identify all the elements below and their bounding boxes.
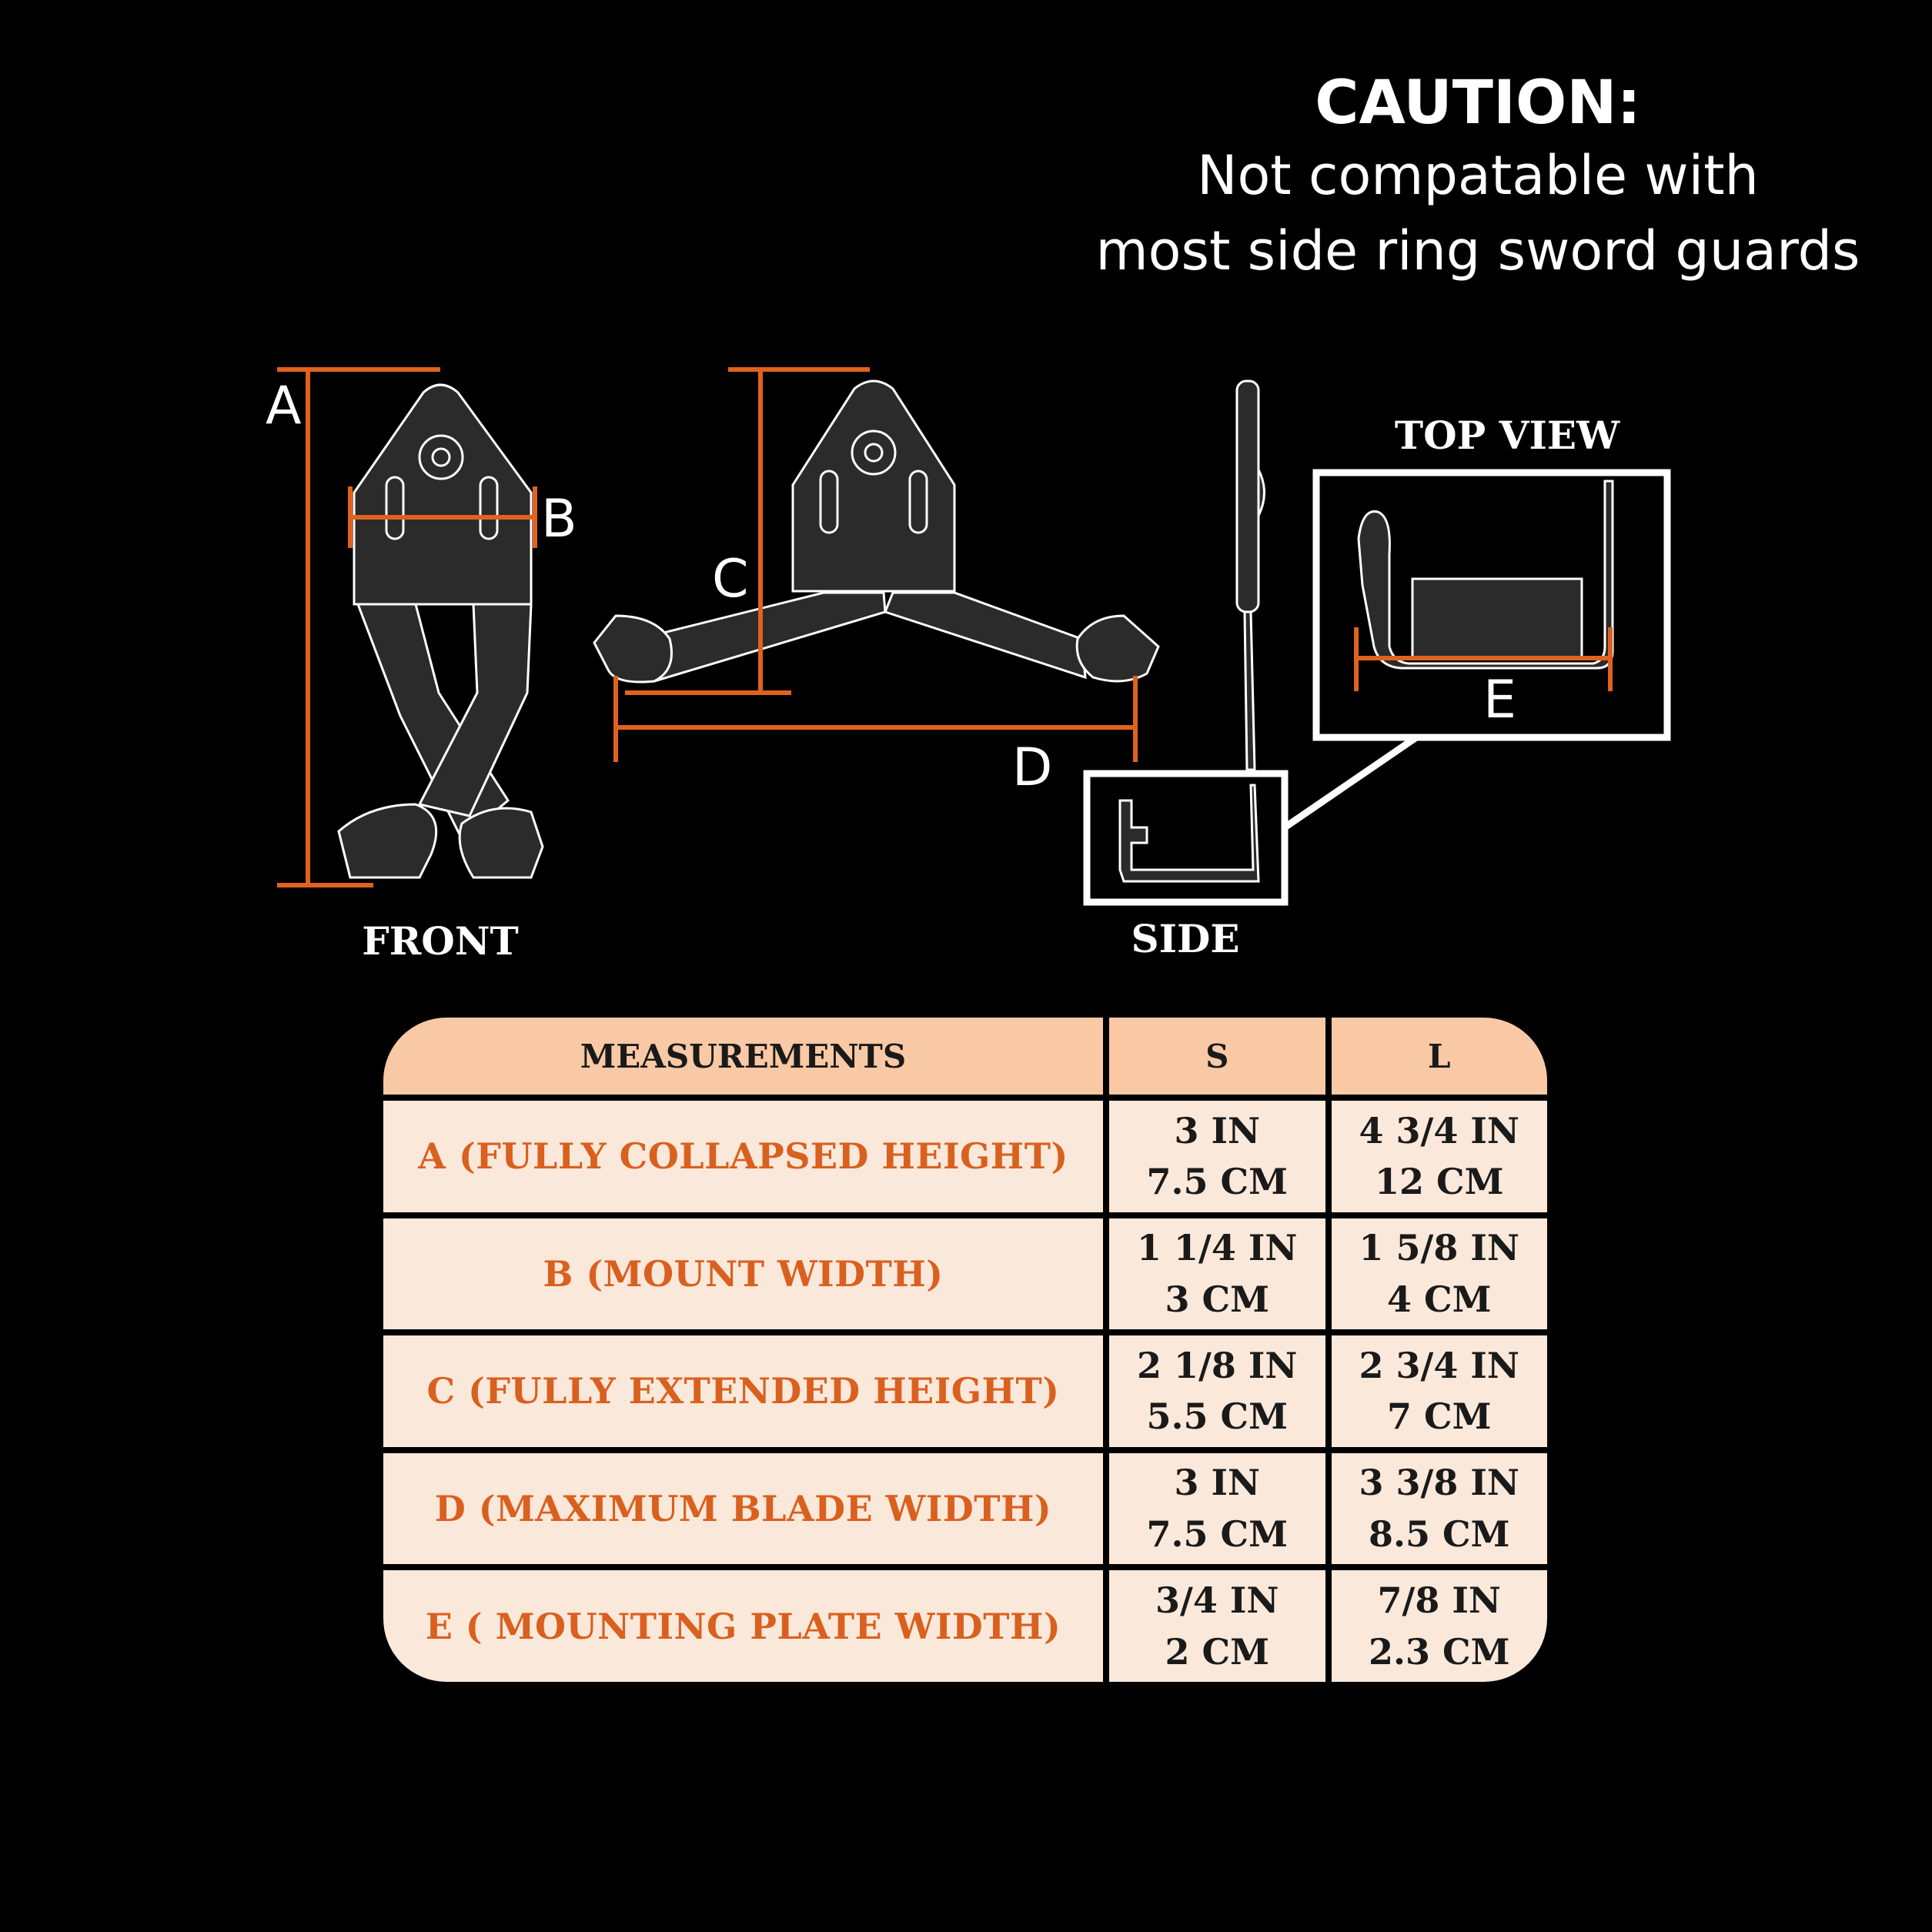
extended-foot-left: [593, 614, 673, 684]
dimension-c-label: C: [712, 549, 748, 610]
dimension-b-label: B: [541, 489, 577, 550]
front-view-label: FRONT: [362, 918, 519, 964]
front-mount-plate: [353, 383, 533, 606]
dimension-e-label: E: [1483, 670, 1516, 730]
dimension-c-marker: [625, 367, 870, 695]
row-label-c: C (FULLY EXTENDED HEIGHT): [383, 1329, 1103, 1447]
extended-slot-left: [819, 470, 839, 534]
front-foot-right: [458, 807, 544, 879]
front-foot-left: [337, 803, 438, 879]
side-hook: [1118, 784, 1260, 883]
dimension-a-marker: [277, 367, 440, 887]
row-label-a: A (FULLY COLLAPSED HEIGHT): [383, 1095, 1103, 1212]
front-screw-hole-inner: [431, 447, 451, 467]
dimension-e-marker: [1354, 627, 1613, 691]
header-size-l: L: [1325, 1018, 1547, 1095]
side-ridge: [1257, 469, 1265, 516]
header-measurements: MEASUREMENTS: [383, 1018, 1103, 1095]
front-slot-right: [479, 476, 499, 540]
extended-view: [593, 379, 1160, 684]
header-size-s: S: [1103, 1018, 1325, 1095]
caution-notice: CAUTION: Not compatable with most side r…: [1062, 73, 1894, 278]
caution-line-1: Not compatable with: [1197, 144, 1759, 207]
extended-mount-plate: [791, 379, 956, 593]
caution-line-2: most side ring sword guards: [1095, 219, 1860, 282]
top-view: [1357, 480, 1614, 670]
measurements-table: MEASUREMENTS S L A (FULLY COLLAPSED HEIG…: [383, 1018, 1547, 1682]
extended-slot-right: [908, 470, 928, 534]
dimension-d-marker: [613, 676, 1138, 762]
side-detail-box: [1083, 770, 1289, 906]
row-label-e: E ( MOUNTING PLATE WIDTH): [383, 1564, 1103, 1682]
row-label-d: D (MAXIMUM BLADE WIDTH): [383, 1446, 1103, 1565]
extended-foot-right: [1075, 614, 1160, 683]
side-view-label: SIDE: [1131, 916, 1240, 961]
top-view-plate: [1411, 577, 1583, 659]
side-vertical-bar: [1235, 379, 1260, 613]
row-label-b: B (MOUNT WIDTH): [383, 1212, 1103, 1330]
top-view-label: TOP VIEW: [1395, 413, 1620, 458]
extended-screw-hole-inner: [864, 443, 884, 463]
top-view-loop: [1357, 480, 1614, 670]
dimension-b-marker: [348, 486, 537, 548]
side-view: [1118, 379, 1265, 883]
front-view: [337, 383, 544, 879]
dimension-d-label: D: [1012, 737, 1052, 798]
front-slot-left: [385, 476, 405, 540]
dimension-a-label: A: [266, 376, 302, 436]
callout-connector: [1282, 734, 1419, 831]
table-header-row: MEASUREMENTS S L: [383, 1018, 1547, 1095]
side-stem: [1243, 610, 1256, 771]
caution-title: CAUTION:: [1315, 69, 1641, 138]
extended-arm-right: [884, 591, 1087, 680]
